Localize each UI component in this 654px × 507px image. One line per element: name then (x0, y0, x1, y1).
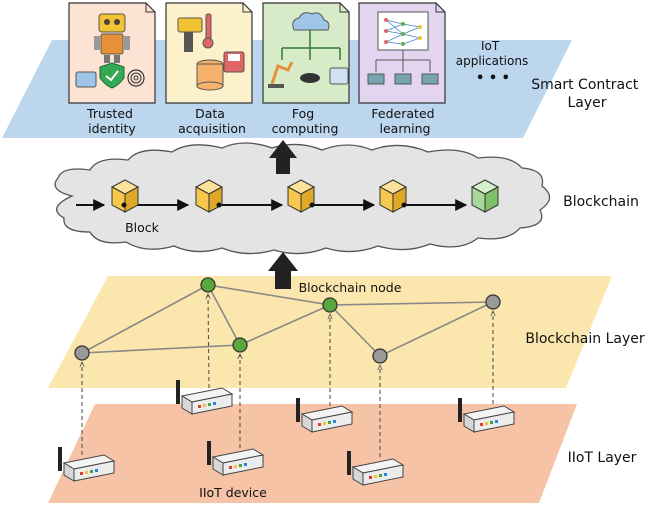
app-label-fog-computing-line1: Fog (292, 106, 314, 121)
block-cube-3 (286, 179, 316, 213)
app-label-trusted-identity: Trusted identity (86, 106, 137, 136)
app-label-data-acquisition-line1: Data (195, 106, 225, 121)
blockchain-node-label: Blockchain node (299, 280, 402, 295)
more-applications-ellipsis: • • • (476, 71, 510, 86)
block-cube-2 (194, 179, 224, 213)
app-label-data-acquisition-line2: acquisition (178, 121, 246, 136)
iiot-device-5 (347, 451, 405, 486)
smart-contract-layer-label: Smart Contract Layer (531, 77, 642, 111)
iiot-device-1 (58, 447, 116, 482)
app-card-data-acquisition (165, 2, 253, 104)
app-label-trusted-identity-line1: Trusted (86, 106, 133, 121)
blockchain-node-green-3 (322, 297, 338, 313)
up-arrow-to-smart-contract (269, 140, 297, 174)
iiot-device-2 (176, 380, 234, 415)
robot-shield-fingerprint-icon (75, 13, 145, 89)
block-cube-1 (110, 179, 140, 213)
iiot-device-3 (207, 441, 265, 476)
block-label: Block (125, 220, 160, 235)
device-to-node-links (82, 294, 493, 457)
app-label-data-acquisition: Data acquisition (178, 106, 246, 136)
neural-network-icon (367, 11, 439, 85)
iiot-device-4 (296, 398, 354, 433)
iiot-device-6 (458, 398, 516, 433)
app-card-fog-computing (262, 2, 350, 104)
blockchain-node-green-2 (232, 337, 248, 353)
iot-applications-line1: IoT (481, 39, 500, 53)
app-card-federated-learning (358, 2, 446, 104)
iot-applications-label: IoT applications (456, 39, 528, 68)
blockchain-nodes (74, 277, 501, 364)
blockchain-node-gray-3 (485, 294, 501, 310)
app-label-federated-learning-line1: Federated (371, 106, 434, 121)
blockchain-node-gray-2 (372, 348, 388, 364)
block-cube-5-new (470, 179, 500, 213)
cloud-devices-icon (268, 12, 349, 88)
smart-contract-label-line2: Layer (567, 95, 606, 111)
scanner-database-icon (177, 13, 245, 91)
blockchain-cloud-label: Blockchain (563, 194, 639, 210)
up-arrow-to-blockchain (268, 252, 298, 289)
iiot-layer-plane (48, 404, 577, 503)
iot-applications-line2: applications (456, 54, 528, 68)
app-label-federated-learning: Federated learning (371, 106, 438, 136)
app-card-trusted-identity (68, 2, 156, 104)
iiot-device-label: IIoT device (199, 485, 267, 500)
app-label-fog-computing-line2: computing (272, 121, 339, 136)
block-cube-4 (378, 179, 408, 213)
iiot-layer-label: IIoT Layer (568, 450, 637, 466)
app-label-federated-learning-line2: learning (380, 121, 431, 136)
blockchain-layer-label: Blockchain Layer (525, 331, 645, 347)
blockchain-node-green-1 (200, 277, 216, 293)
app-label-fog-computing: Fog computing (272, 106, 339, 136)
blockchain-node-gray-1 (74, 345, 90, 361)
node-network-links (81, 284, 494, 357)
smart-contract-label-line1: Smart Contract (531, 77, 639, 93)
app-label-trusted-identity-line2: identity (88, 121, 136, 136)
